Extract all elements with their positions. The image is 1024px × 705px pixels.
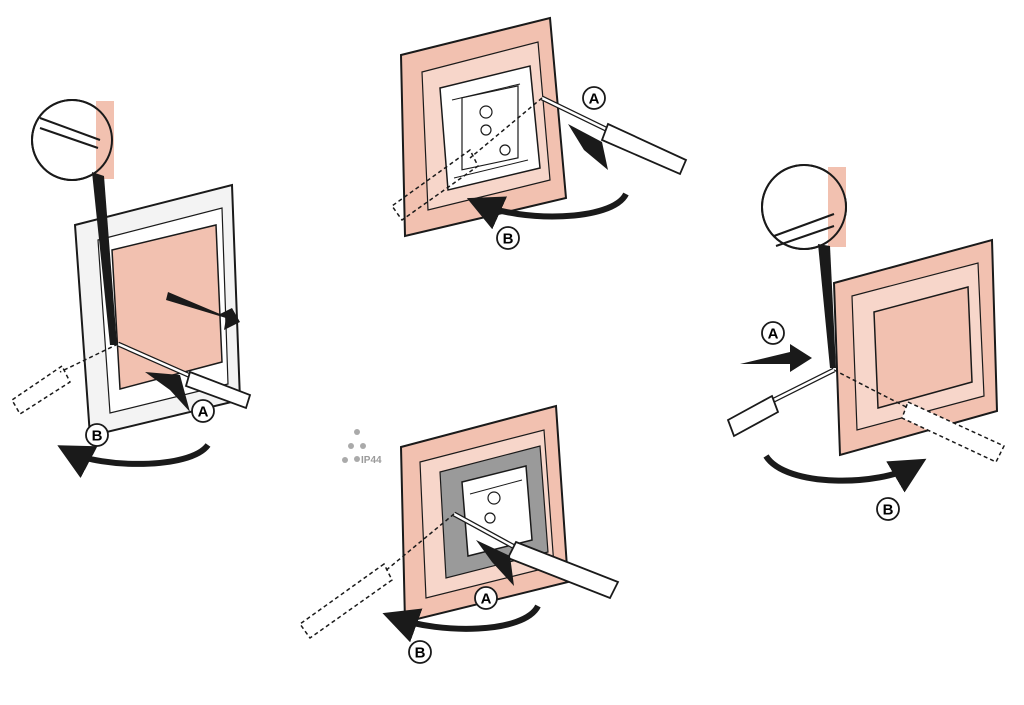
rotate-arrow-b [57,442,211,479]
pull-out-arrow [166,292,240,330]
ip44-badge: IP44 [342,429,382,466]
rotate-arrow-b [382,604,541,643]
push-arrow-a [740,344,812,372]
label-a-circle: A [582,86,606,110]
rocker-cover [111,224,223,390]
screwdriver [390,95,688,222]
drop-icon [354,456,360,462]
label-a: A [481,591,492,608]
screwdriver [298,511,620,640]
step-1-remove-rocker: A B [11,99,252,479]
label-b: B [92,428,103,445]
label-a-circle: A [761,321,785,345]
label-b-circle: B [408,640,432,664]
label-b: B [415,645,426,662]
label-b-circle: B [85,423,109,447]
step-3-remove-cover: A B [726,164,1006,521]
label-a-circle: A [191,399,215,423]
rocker-cover [873,286,973,409]
label-a: A [198,404,209,421]
label-b-circle: B [496,226,520,250]
push-arrow-a [568,124,608,170]
drop-icon [360,443,366,449]
ip44-label: IP44 [361,455,382,466]
step-2-remove-frame: A B [390,16,688,250]
switch-mechanism [461,465,533,557]
label-b: B [503,231,514,248]
push-arrow-a [476,540,514,586]
screwdriver [726,367,1006,463]
drop-icon [348,443,354,449]
drop-icon [342,457,348,463]
switch-mechanism [439,65,541,191]
label-a: A [768,326,779,343]
label-b: B [883,502,894,519]
label-b-circle: B [876,497,900,521]
label-a: A [589,91,600,108]
rotate-arrow-b [763,454,927,493]
screwdriver [11,341,252,416]
rotate-arrow-b [466,192,629,230]
label-a-circle: A [474,586,498,610]
step-4-ip44-variant: A B [298,404,620,664]
drop-icon [354,429,360,435]
push-arrow-a [145,372,190,412]
